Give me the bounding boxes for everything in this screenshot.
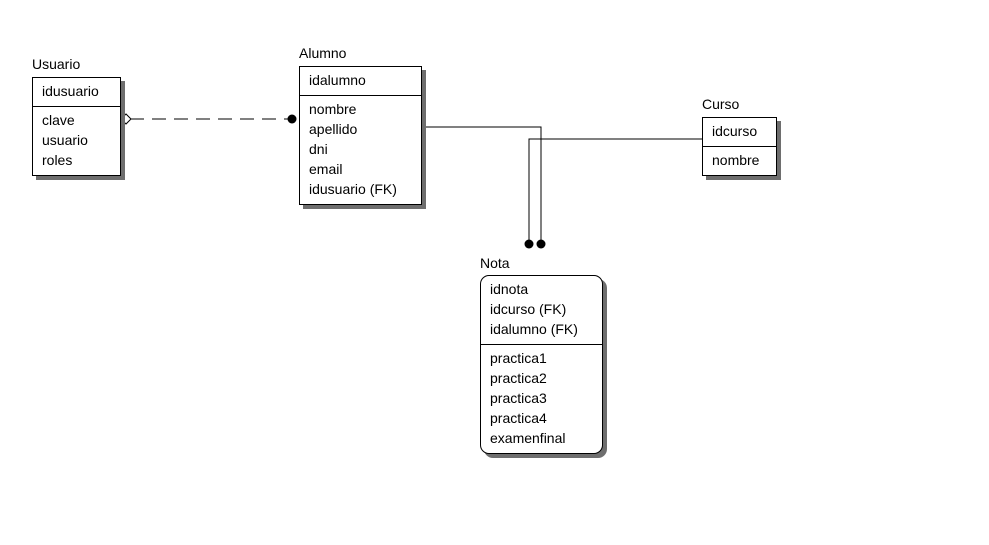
optional-diamond-icon bbox=[120, 113, 132, 125]
attribute: usuario bbox=[42, 132, 88, 148]
attribute: examenfinal bbox=[490, 430, 566, 446]
entity-title-usuario: Usuario bbox=[32, 56, 81, 72]
attribute: clave bbox=[42, 112, 75, 128]
entity-title-alumno: Alumno bbox=[299, 45, 347, 61]
attribute: practica1 bbox=[490, 350, 547, 366]
primary-key-section: idnota idcurso (FK) idalumno (FK) bbox=[481, 276, 602, 345]
entity-nota[interactable]: idnota idcurso (FK) idalumno (FK) practi… bbox=[480, 275, 603, 454]
attribute-section: nombre apellido dni email idusuario (FK) bbox=[300, 96, 421, 204]
attribute: email bbox=[309, 161, 343, 177]
relationship-curso-nota bbox=[528, 138, 702, 243]
entity-usuario[interactable]: idusuario clave usuario roles bbox=[32, 77, 121, 176]
primary-key-section: idalumno bbox=[300, 67, 421, 96]
cardinality-dot-nota-alumno bbox=[536, 239, 546, 249]
attribute-section: clave usuario roles bbox=[33, 107, 120, 175]
entity-curso[interactable]: idcurso nombre bbox=[702, 117, 777, 176]
attribute: idalumno bbox=[309, 72, 366, 88]
attribute-section: nombre bbox=[703, 147, 776, 175]
cardinality-dot-alumno bbox=[287, 114, 297, 124]
attribute: idcurso bbox=[712, 123, 758, 139]
attribute: idusuario (FK) bbox=[309, 181, 397, 197]
relationship-alumno-nota bbox=[422, 126, 542, 243]
attribute: idalumno (FK) bbox=[490, 321, 578, 337]
cardinality-dot-nota-curso bbox=[524, 239, 534, 249]
attribute: idusuario bbox=[42, 83, 99, 99]
primary-key-section: idusuario bbox=[33, 78, 120, 107]
attribute: practica2 bbox=[490, 370, 547, 386]
attribute: practica4 bbox=[490, 410, 547, 426]
attribute: nombre bbox=[309, 101, 357, 117]
attribute: practica3 bbox=[490, 390, 547, 406]
attribute: idcurso (FK) bbox=[490, 301, 567, 317]
entity-alumno[interactable]: idalumno nombre apellido dni email idusu… bbox=[299, 66, 422, 205]
entity-title-nota: Nota bbox=[480, 255, 510, 271]
attribute: dni bbox=[309, 141, 328, 157]
attribute: roles bbox=[42, 152, 73, 168]
attribute: idnota bbox=[490, 281, 529, 297]
entity-title-curso: Curso bbox=[702, 96, 740, 112]
attribute: apellido bbox=[309, 121, 358, 137]
primary-key-section: idcurso bbox=[703, 118, 776, 147]
attribute-section: practica1 practica2 practica3 practica4 … bbox=[481, 345, 602, 453]
attribute: nombre bbox=[712, 152, 760, 168]
